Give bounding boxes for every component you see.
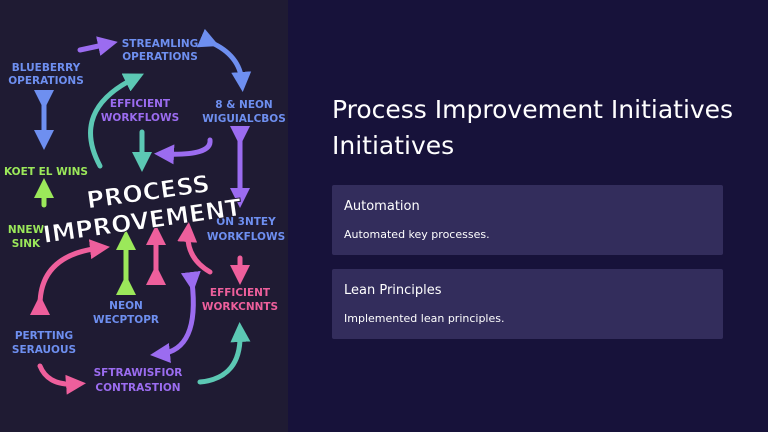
label-blueberry-2: OPERATIONS [8, 75, 84, 87]
label-ontey-2: WORKFLOWS [207, 231, 285, 243]
arrow-top-left [77, 36, 118, 56]
label-sftraw-2: CONTRASTION [95, 382, 180, 394]
label-effwork-2: WORKCNNTS [202, 301, 278, 313]
label-neon-top-1: 8 & NEON [215, 99, 272, 111]
slide-title-line2: Initiatives [332, 131, 455, 160]
label-efficient-2: WORKFLOWS [101, 112, 179, 124]
card-title: Lean Principles [344, 283, 442, 298]
arrow-top-right [196, 28, 252, 92]
label-sftraw-1: SFTRAWISFIOR [94, 367, 183, 379]
content-panel: Process Improvement Initiatives Initiati… [288, 0, 768, 432]
arrow-teal-curve [88, 73, 144, 169]
process-improvement-illustration: STREAMLING OPERATIONS BLUEBERRY OPERATIO… [0, 0, 288, 432]
label-neon-mid-2: WECPTOPR [93, 314, 159, 326]
label-effwork-1: EFFICIENT [210, 287, 271, 299]
arrow-pink-right-curve [177, 222, 213, 275]
card-description: Implemented lean principles. [344, 312, 505, 325]
label-pertting-2: SERAUOUS [12, 344, 76, 356]
arrow-pink-left-curve [29, 239, 110, 316]
label-ontey-1: ON 3NTEY [216, 216, 276, 228]
arrow-pink-bottom-left [37, 363, 86, 395]
arrow-purple-loop [154, 137, 213, 165]
label-streamling-2: OPERATIONS [122, 51, 198, 63]
label-pertting-1: PERTTING [15, 330, 73, 342]
slide-title-line1: Process Improvement Initiatives [332, 95, 734, 124]
label-nnew-1: NNEW [8, 224, 45, 236]
label-efficient-1: EFFICIENT [110, 98, 171, 110]
label-blueberry-1: BLUEBERRY [12, 62, 81, 74]
card-automation: Automation Automated key processes. [332, 185, 723, 255]
label-neon-mid-1: NEON [109, 300, 143, 312]
label-koet: KOET EL WINS [4, 166, 88, 178]
card-title: Automation [344, 199, 420, 214]
arrow-teal-bottom [197, 322, 251, 385]
slide-title: Process Improvement Initiatives Initiati… [332, 92, 752, 164]
label-neon-top-2: WIGUIALCBOS [202, 113, 286, 125]
label-nnew-2: SINK [12, 238, 41, 250]
label-streamling-1: STREAMLING [122, 38, 199, 50]
arrow-purple-bottom [150, 270, 201, 363]
card-lean-principles: Lean Principles Implemented lean princip… [332, 269, 723, 339]
card-description: Automated key processes. [344, 228, 490, 241]
arrows-diagram: STREAMLING OPERATIONS BLUEBERRY OPERATIO… [4, 28, 286, 395]
